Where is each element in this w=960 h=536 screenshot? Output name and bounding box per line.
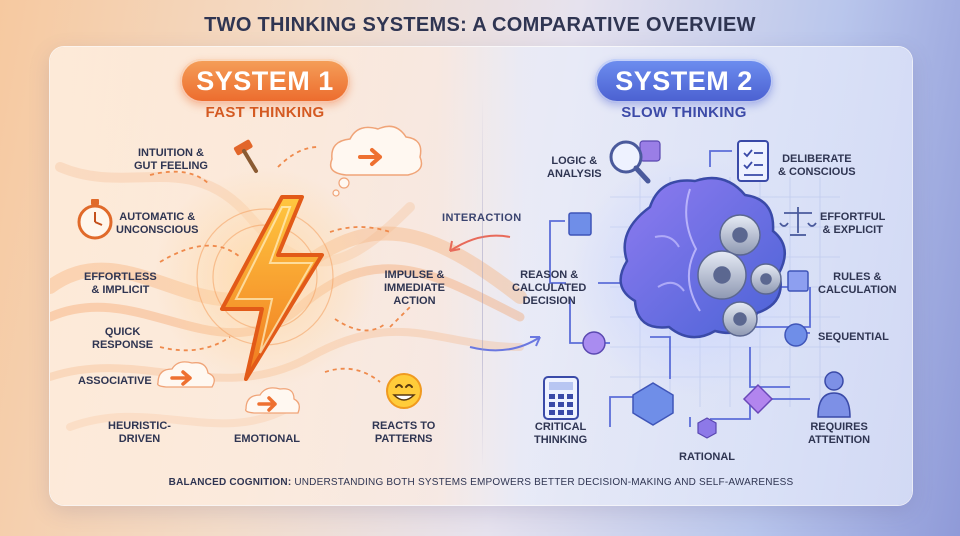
label-emotional: EMOTIONAL <box>234 433 300 445</box>
label-sequential: SEQUENTIAL <box>818 331 889 343</box>
label-interaction: INTERACTION <box>442 212 522 224</box>
footer-caption: BALANCED COGNITION: UNDERSTANDING BOTH S… <box>168 477 794 488</box>
system1-arrows <box>149 146 411 383</box>
associative-cloud-icon <box>157 361 215 388</box>
person-thinking-icon <box>817 371 851 418</box>
label-associative: ASSOCIATIVE <box>78 375 152 387</box>
label-logic: LOGIC &ANALYSIS <box>547 155 602 180</box>
checklist-icon <box>737 140 769 182</box>
emotional-cloud-icon <box>245 387 300 414</box>
stopwatch-icon <box>77 199 113 240</box>
label-rules: RULES &CALCULATION <box>818 271 897 296</box>
blue-circle-node <box>784 323 808 347</box>
purple-circle-node <box>582 331 606 355</box>
label-automatic: AUTOMATIC &UNCONSCIOUS <box>116 211 199 236</box>
comparison-panel: SYSTEM 1 FAST THINKING SYSTEM 2 SLOW THI… <box>50 47 912 505</box>
scales-icon <box>779 207 817 236</box>
rules-square-node <box>787 270 809 292</box>
smiley-icon <box>386 373 422 409</box>
system2-subtitle: SLOW THINKING <box>621 104 747 121</box>
page-title: TWO THINKING SYSTEMS: A COMPARATIVE OVER… <box>204 14 756 36</box>
calculator-icon <box>543 376 579 420</box>
brain-gears-icon <box>619 176 786 339</box>
diagram-artwork <box>50 125 851 439</box>
lightning-bolt-icon <box>220 195 324 381</box>
interaction-arrows <box>449 234 541 352</box>
diamond-node <box>742 383 774 415</box>
label-effortless: EFFORTLESS& IMPLICIT <box>84 271 157 296</box>
hammer-icon <box>233 139 258 173</box>
magnifier-puzzle-icon <box>609 140 661 184</box>
label-deliberate: DELIBERATE& CONSCIOUS <box>778 153 856 178</box>
system1-subtitle: FAST THINKING <box>205 104 325 121</box>
system1-pill: SYSTEM 1 <box>180 59 350 103</box>
label-rational: RATIONAL <box>679 451 736 463</box>
hexagon-node <box>632 382 674 426</box>
system2-pill: SYSTEM 2 <box>595 59 773 103</box>
label-heuristic: HEURISTIC-DRIVEN <box>108 420 171 445</box>
label-effortful: EFFORTFUL& EXPLICIT <box>820 211 886 236</box>
thought-cloud-icon <box>329 125 423 197</box>
small-hexagon-node <box>697 417 717 439</box>
center-divider <box>482 97 483 467</box>
label-intuition: INTUITION &GUT FEELING <box>134 147 208 172</box>
blue-square-node <box>568 212 592 236</box>
